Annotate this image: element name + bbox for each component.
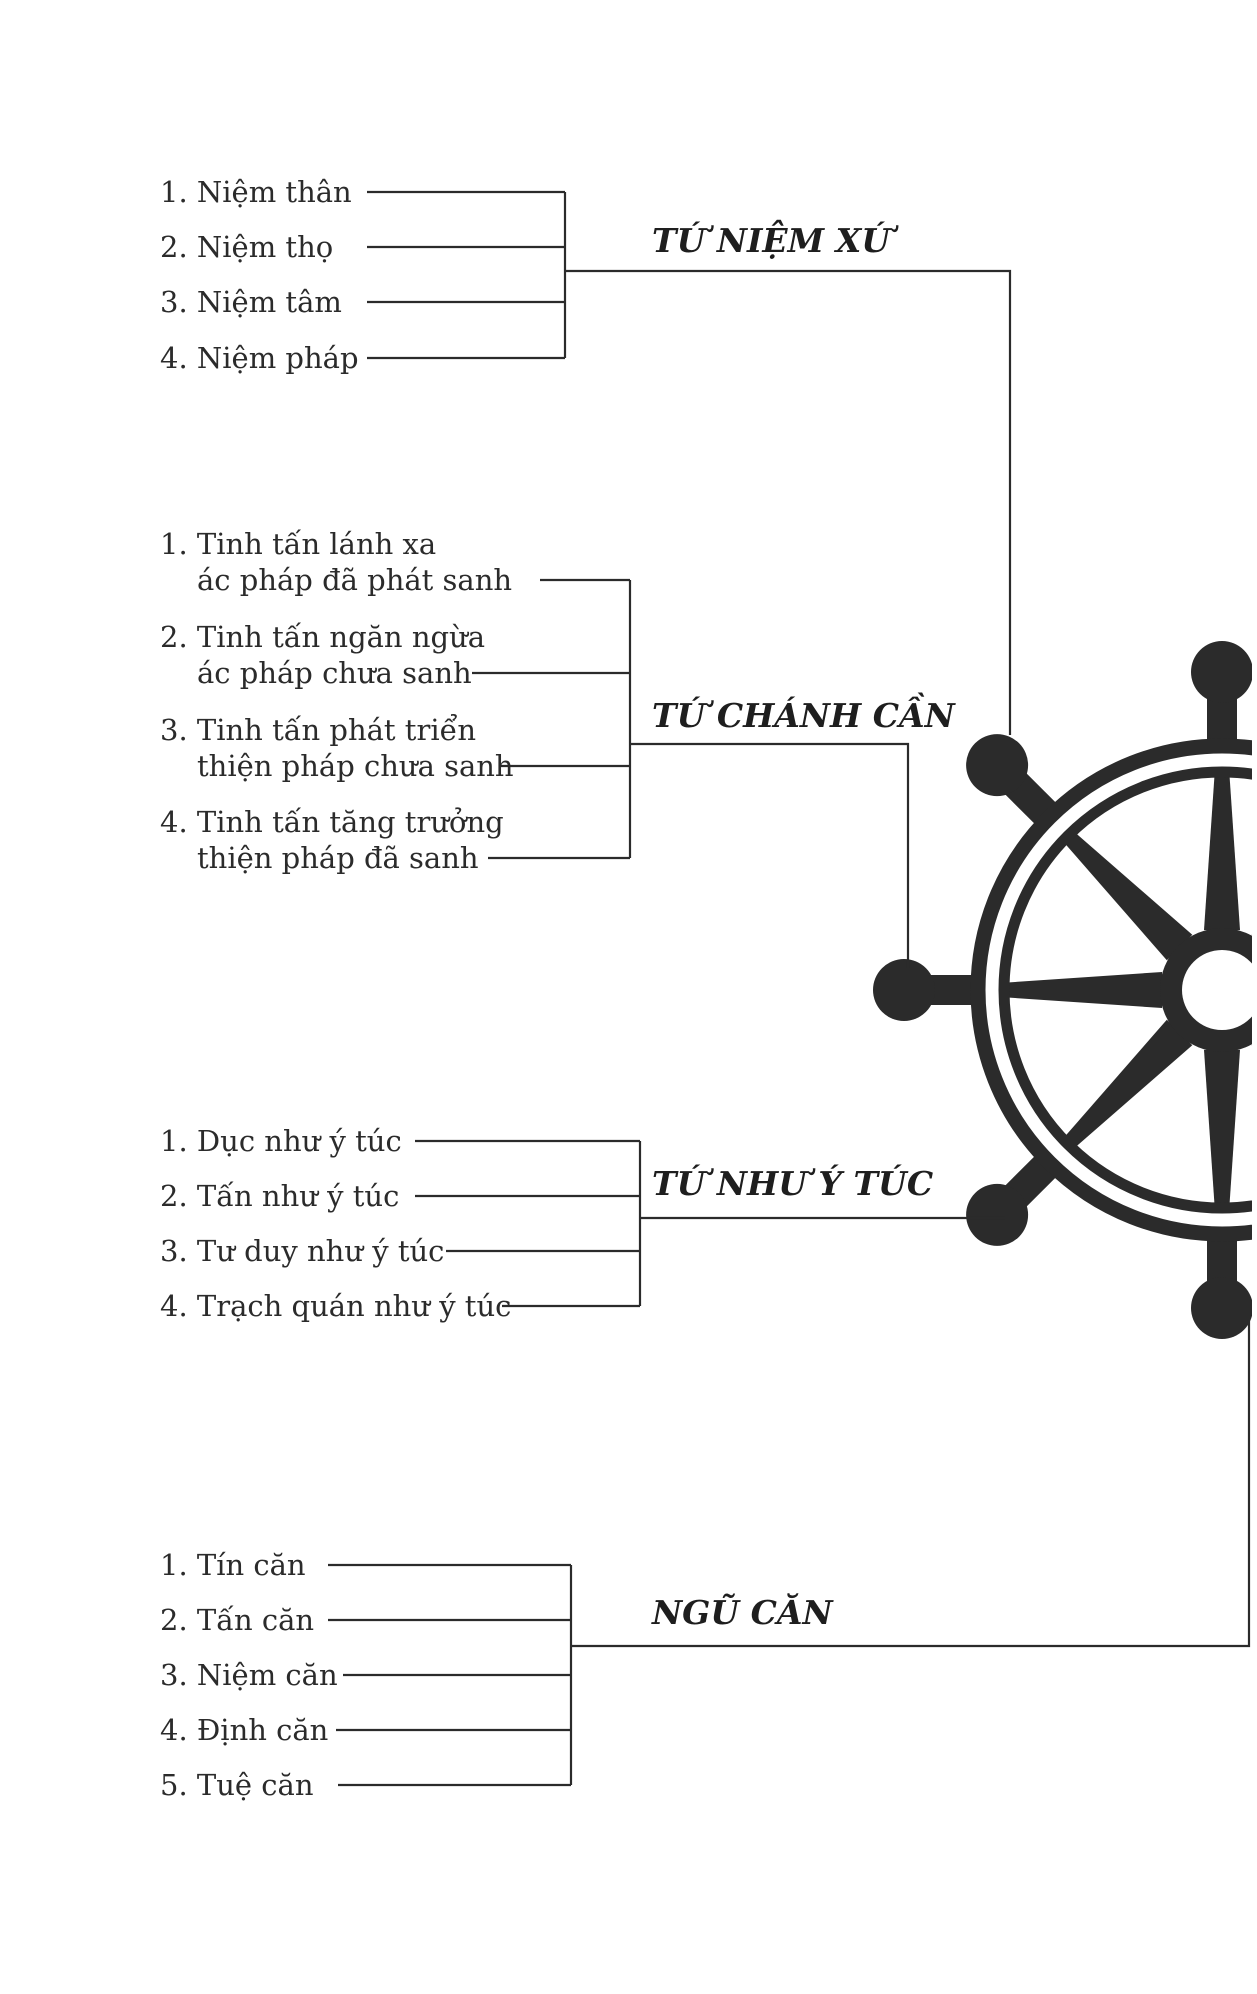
wheel-spoke (1204, 768, 1240, 930)
wheel-handle-knob (873, 959, 935, 1021)
tu-chanh-can-item-4: 4. Tinh tấn tăng trưởng (160, 805, 504, 839)
tu-chanh-can-item-2-line-2: ác pháp chưa sanh (197, 656, 472, 690)
wheel-handle-knob (1191, 641, 1252, 703)
tu-chanh-can-item-2: 2. Tinh tấn ngăn ngừa (160, 620, 485, 654)
dharma-wheel-icon (873, 641, 1252, 1339)
ngu-can-title: NGŨ CĂN (651, 1592, 834, 1632)
tu-niem-xu-item-4: 4. Niệm pháp (160, 341, 359, 375)
wheel-handle-knob (1191, 1277, 1252, 1339)
wheel-spoke (1251, 1044, 1252, 1046)
wheel-spoke (1000, 972, 1162, 1008)
tu-niem-xu-item-1: 1. Niệm thân (160, 175, 352, 209)
wheel-hub-center (1182, 950, 1252, 1030)
wheel-handle-knob (966, 1183, 1029, 1246)
connector-lines (328, 190, 1251, 1787)
tu-chanh-can-item-4-line-2: thiện pháp đã sanh (197, 841, 479, 875)
tu-chanh-can-item-3-line-2: thiện pháp chưa sanh (197, 749, 514, 783)
tu-niem-xu-item-3: 3. Niệm tâm (160, 285, 342, 319)
ngu-can-item-5: 5. Tuệ căn (160, 1768, 314, 1802)
ngu-can-item-1: 1. Tín căn (160, 1548, 306, 1582)
labels: TỨ NIỆM XỨ 1. Niệm thân 2. Niệm thọ 3. Niệm… (160, 175, 957, 1802)
tu-chanh-can-item-1-line-2: ác pháp đã phát sanh (197, 563, 512, 597)
tu-nhu-y-tuc-item-1: 1. Dục như ý túc (160, 1124, 402, 1158)
tu-chanh-can-link-to-wheel (630, 742, 910, 968)
tu-niem-xu-link-to-wheel (565, 269, 1012, 735)
tu-nhu-y-tuc-title: TỨ NHƯ Ý TÚC (652, 1163, 933, 1203)
tu-chanh-can-item-1: 1. Tinh tấn lánh xa (160, 527, 436, 561)
wheel-spoke (1060, 1019, 1193, 1152)
wheel-spoke (1060, 828, 1193, 961)
tu-nhu-y-tuc-item-2: 2. Tấn như ý túc (160, 1179, 399, 1213)
wheel-spoke (1204, 1050, 1240, 1212)
ngu-can-item-3: 3. Niệm căn (160, 1658, 338, 1692)
wheel-spoke (1251, 934, 1252, 936)
tu-niem-xu-item-2: 2. Niệm thọ (160, 230, 333, 264)
tu-niem-xu-title: TỨ NIỆM XỨ (652, 218, 899, 260)
tu-nhu-y-tuc-item-4: 4. Trạch quán như ý túc (160, 1289, 511, 1323)
ngu-can-link-to-wheel (571, 1320, 1251, 1648)
tu-chanh-can-item-3: 3. Tinh tấn phát triển (160, 712, 476, 747)
tu-chanh-can-title: TỨ CHÁNH CẦN (652, 691, 957, 735)
wheel-handle-knob (966, 734, 1029, 797)
wheel-inner-rim (998, 766, 1252, 1214)
tu-nhu-y-tuc-item-3: 3. Tư duy như ý túc (160, 1234, 444, 1268)
ngu-can-item-2: 2. Tấn căn (160, 1603, 314, 1637)
ngu-can-item-4: 4. Định căn (160, 1713, 328, 1747)
wheel-outer-rim (970, 738, 1252, 1242)
